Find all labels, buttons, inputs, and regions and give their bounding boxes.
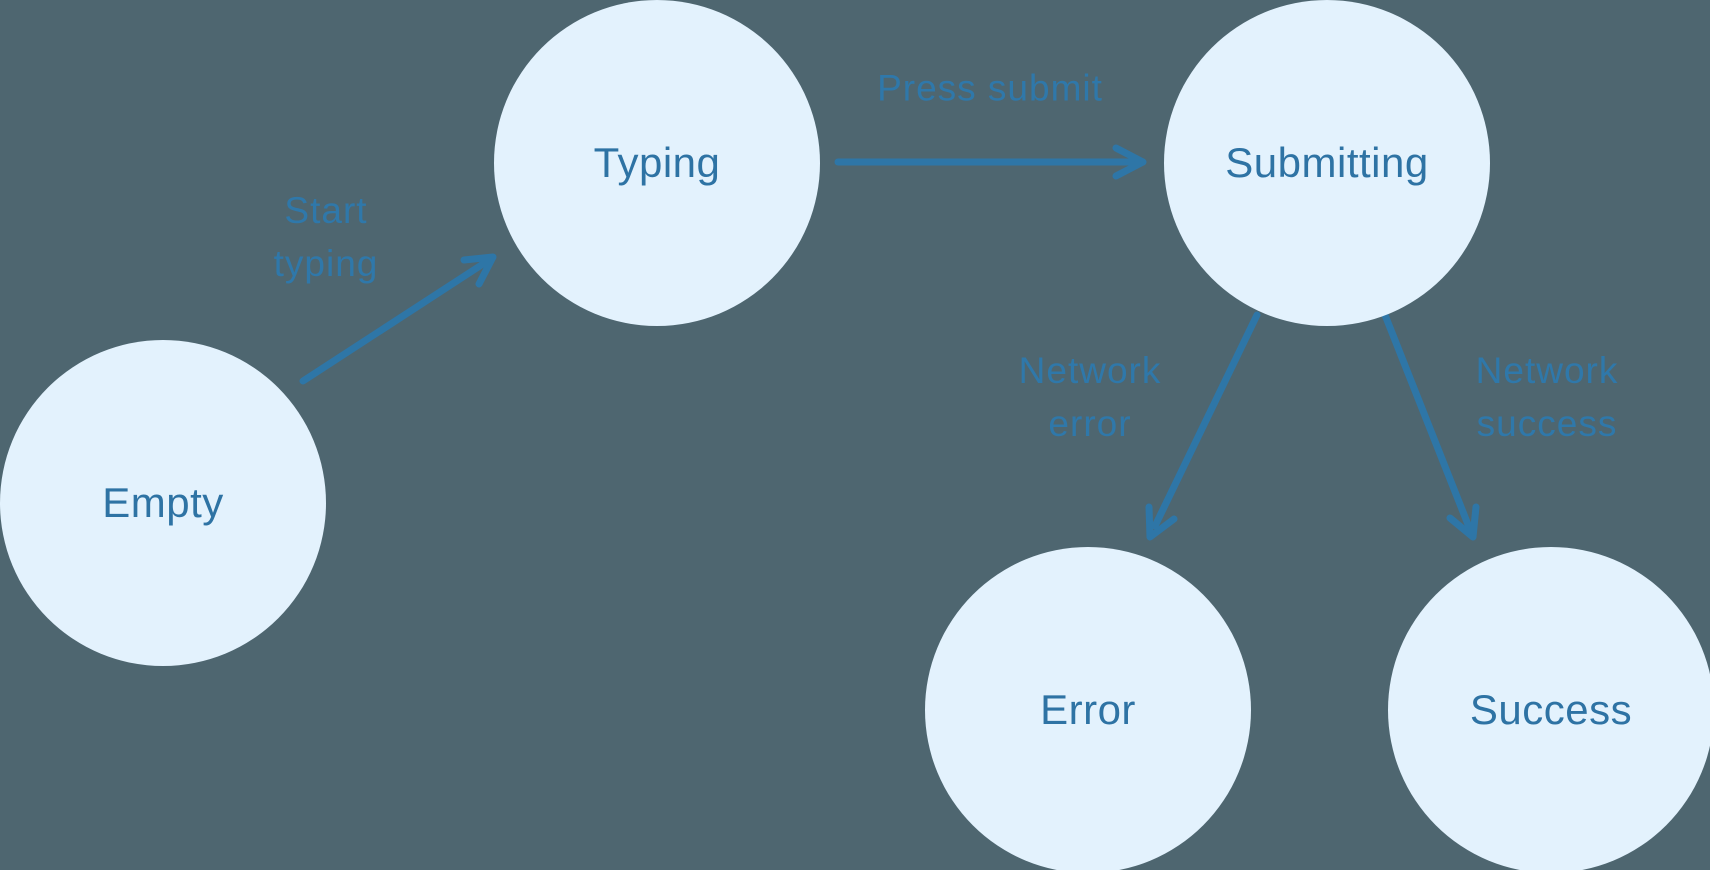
arrowhead-icon: [460, 253, 497, 288]
node-typing-label: Typing: [593, 139, 721, 186]
edge-label-network-error: Network error: [1019, 344, 1162, 450]
node-error-label: Error: [1040, 686, 1136, 733]
edge-label-line: Start: [284, 190, 368, 231]
edge-empty-typing: [299, 253, 497, 385]
node-success-label: Success: [1469, 686, 1633, 733]
edge-label-line: Network: [1475, 350, 1619, 391]
node-success: Success: [1388, 547, 1710, 870]
edge-submitting-error: [1145, 311, 1261, 541]
node-submitting-label: Submitting: [1225, 139, 1429, 186]
arrowhead-icon: [1446, 503, 1480, 541]
edge-label-line: Press submit: [877, 67, 1103, 109]
edge-label-line: error: [1048, 403, 1132, 444]
arrowhead-icon: [1112, 144, 1147, 180]
edge-label-line: Network: [1018, 350, 1162, 391]
node-empty-label: Empty: [102, 479, 224, 526]
edge-label-line: success: [1476, 403, 1618, 444]
edge-label-network-success: Network success: [1476, 344, 1619, 450]
node-typing: Typing: [494, 0, 820, 326]
edge-label-start-typing: Start typing: [274, 184, 379, 290]
edge-submitting-success: [1381, 311, 1480, 541]
arrowhead-icon: [1145, 503, 1178, 541]
node-submitting: Submitting: [1164, 0, 1490, 326]
node-empty: Empty: [0, 340, 326, 666]
edge-typing-submitting: [834, 144, 1147, 180]
edge-label-line: typing: [273, 243, 379, 284]
edge-label-press-submit: Press submit: [877, 62, 1103, 115]
node-error: Error: [925, 547, 1251, 870]
